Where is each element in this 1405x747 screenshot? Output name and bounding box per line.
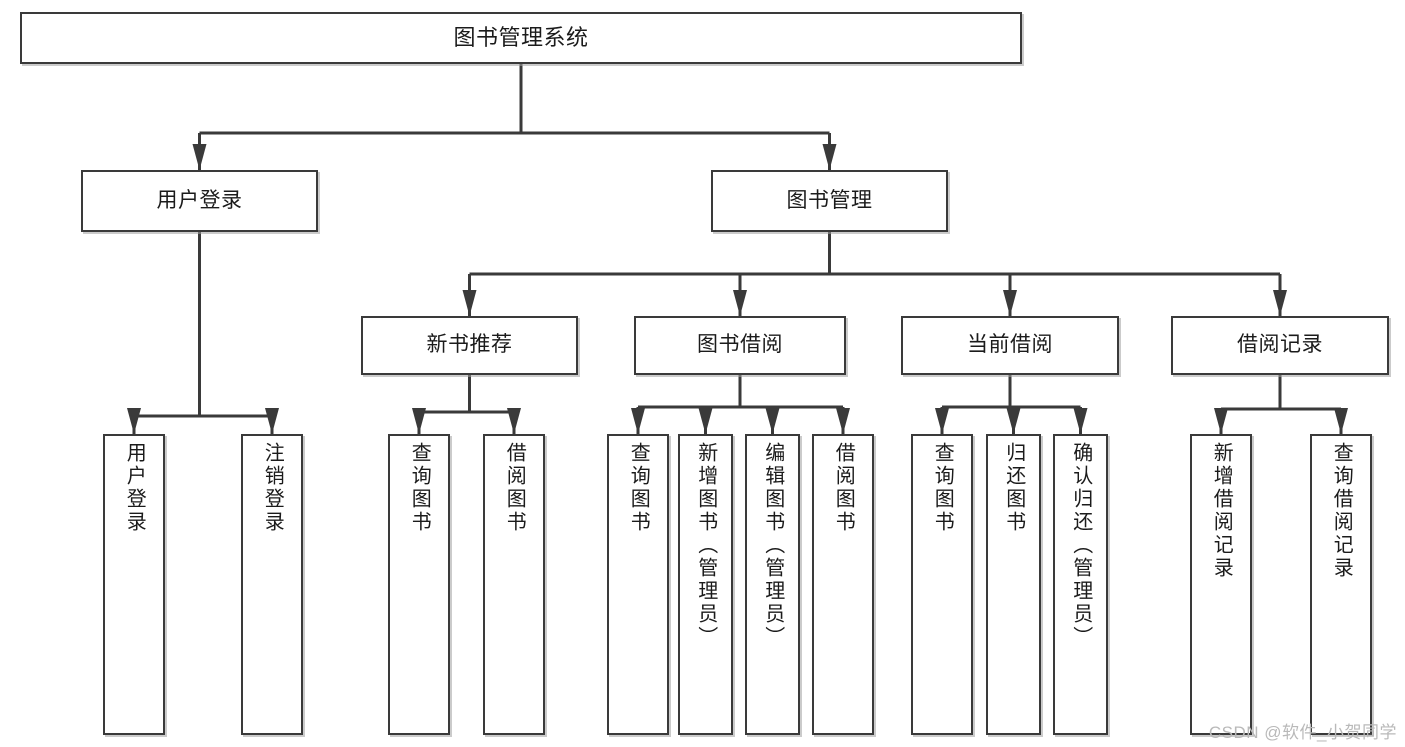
watermark: CSDN @软件_小贺同学: [1208, 723, 1397, 742]
node-leaf-6[interactable]: 新增图书（管理员）: [678, 434, 733, 735]
node-label: 新增借阅记录: [1210, 442, 1233, 580]
node-bookmgmt[interactable]: 图书管理: [711, 170, 948, 232]
node-label: 图书管理: [786, 188, 873, 212]
node-label: 归还图书: [1002, 442, 1025, 534]
node-login[interactable]: 用户登录: [81, 170, 318, 232]
node-newbook[interactable]: 新书推荐: [361, 316, 578, 375]
node-borrow[interactable]: 图书借阅: [634, 316, 846, 375]
node-label: 用户登录: [156, 188, 243, 212]
node-leaf-5[interactable]: 查询图书: [607, 434, 669, 735]
node-label: 新书推荐: [426, 333, 513, 357]
node-label: 编辑图书（管理员）: [761, 442, 784, 649]
node-label: 当前借阅: [967, 333, 1053, 357]
node-label: 查询借阅记录: [1330, 442, 1353, 580]
node-leaf-2[interactable]: 注销登录: [241, 434, 303, 735]
node-leaf-3[interactable]: 查询图书: [388, 434, 450, 735]
node-leaf-8[interactable]: 借阅图书: [812, 434, 874, 735]
node-leaf-11[interactable]: 确认归还（管理员）: [1053, 434, 1108, 735]
node-root[interactable]: 图书管理系统: [20, 12, 1022, 64]
node-label: 用户登录: [123, 442, 146, 534]
node-leaf-10[interactable]: 归还图书: [986, 434, 1041, 735]
node-records[interactable]: 借阅记录: [1171, 316, 1389, 375]
node-leaf-9[interactable]: 查询图书: [911, 434, 973, 735]
node-label: 查询图书: [408, 442, 431, 534]
node-label: 注销登录: [261, 442, 284, 534]
node-leaf-7[interactable]: 编辑图书（管理员）: [745, 434, 800, 735]
node-leaf-13[interactable]: 查询借阅记录: [1310, 434, 1372, 735]
node-label: 图书借阅: [697, 333, 783, 357]
node-label: 查询图书: [627, 442, 650, 534]
node-label: 查询图书: [931, 442, 954, 534]
node-label: 借阅记录: [1237, 333, 1323, 357]
node-current[interactable]: 当前借阅: [901, 316, 1119, 375]
node-leaf-4[interactable]: 借阅图书: [483, 434, 545, 735]
node-leaf-12[interactable]: 新增借阅记录: [1190, 434, 1252, 735]
node-leaf-1[interactable]: 用户登录: [103, 434, 165, 735]
node-label: 借阅图书: [503, 442, 526, 534]
node-label: 借阅图书: [832, 442, 855, 534]
node-label: 图书管理系统: [453, 25, 589, 51]
node-label: 新增图书（管理员）: [694, 442, 717, 649]
node-label: 确认归还（管理员）: [1069, 442, 1092, 649]
